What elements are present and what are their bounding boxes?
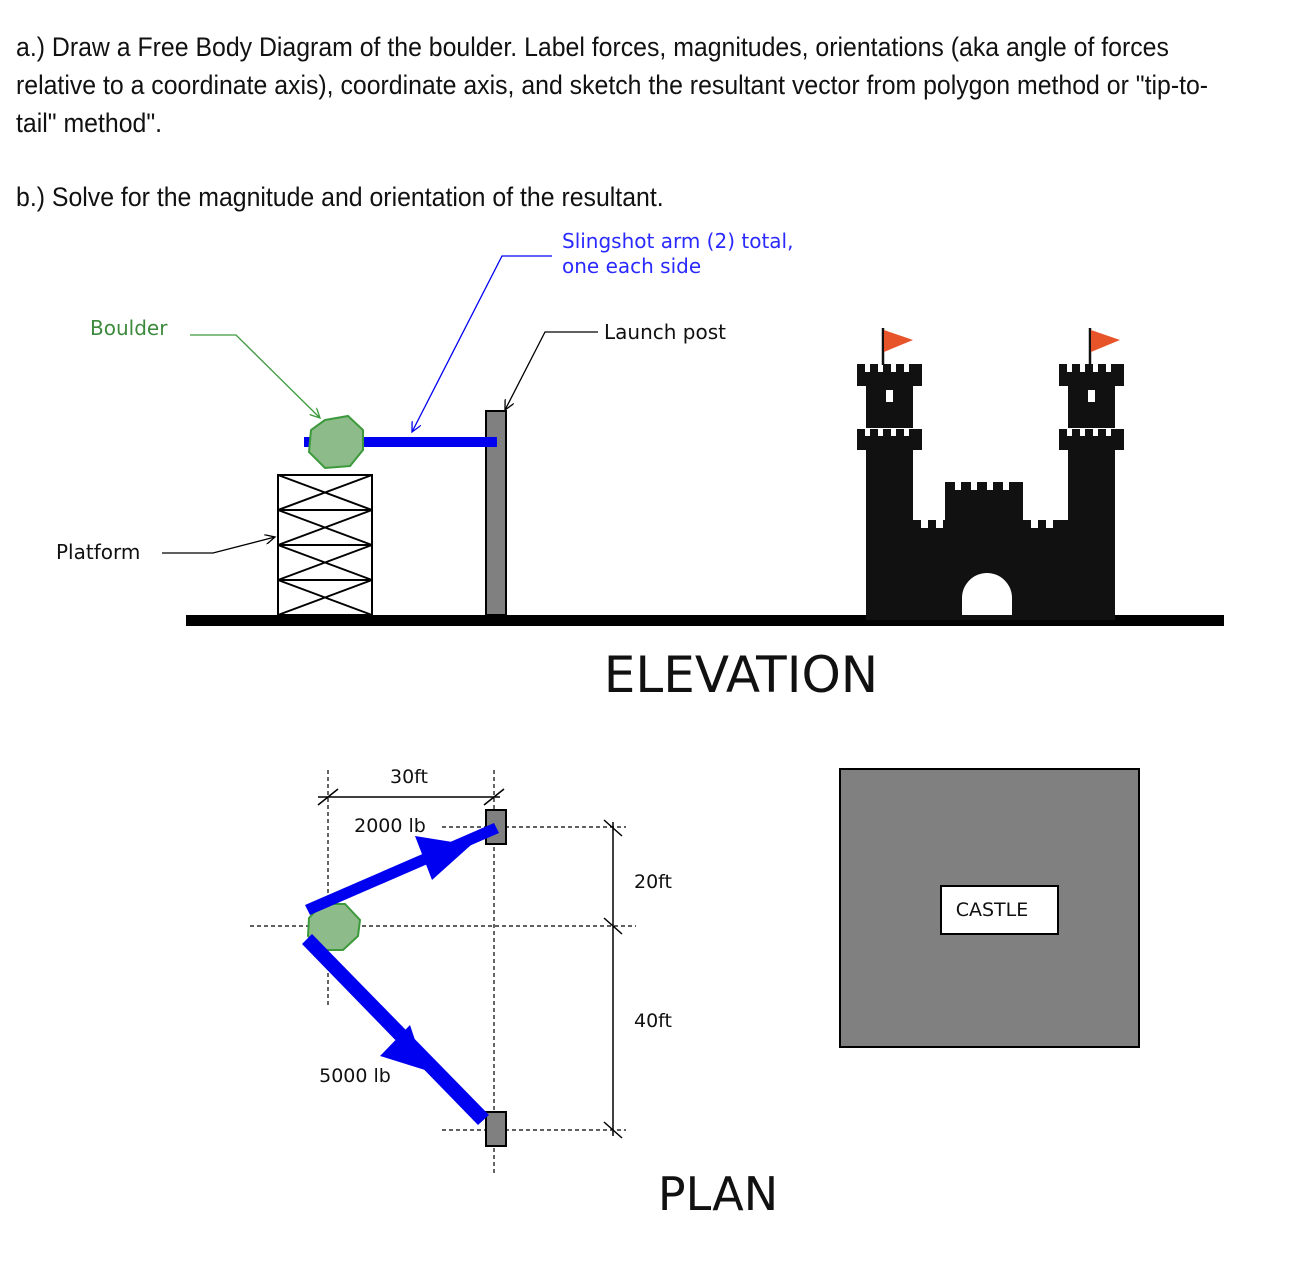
- dimension-30ft-label: 30ft: [390, 766, 428, 788]
- boulder-label: Boulder: [90, 316, 168, 340]
- question-part-b: b.) Solve for the magnitude and orientat…: [16, 182, 664, 212]
- plan-title: PLAN: [658, 1167, 778, 1221]
- elevation-view: Slingshot arm (2) total, one each side B…: [56, 229, 1224, 704]
- tower-window: [886, 390, 893, 402]
- boulder-leader: [190, 334, 320, 418]
- castle-label: CASTLE: [956, 899, 1029, 921]
- launch-post: [485, 410, 507, 616]
- force-5000-arrowhead: [380, 1025, 425, 1070]
- dimension-20ft-label: 20ft: [634, 871, 672, 893]
- force-vectors: [302, 823, 499, 1125]
- plan-boulder-icon: [306, 903, 362, 951]
- dimension-30ft: [317, 788, 505, 806]
- platform-leader: [162, 537, 275, 554]
- launch-post-label: Launch post: [604, 320, 726, 344]
- castle-label-box: [940, 885, 1059, 935]
- platform-label: Platform: [56, 540, 140, 564]
- castle-silhouette-icon: [857, 364, 1124, 620]
- slingshot-leader: [412, 255, 552, 432]
- plan-post-lower: [485, 1111, 507, 1147]
- boulder-shape-icon: [307, 414, 364, 470]
- elevation-title: ELEVATION: [604, 646, 878, 704]
- tower-window: [1088, 390, 1095, 402]
- launch-post-leader: [505, 331, 598, 410]
- force-5000-label: 5000 lb: [319, 1065, 391, 1087]
- flag-icon: [1091, 330, 1120, 352]
- ground-line: [186, 615, 1224, 626]
- platform-truss: [277, 474, 373, 616]
- force-5000-arrow: [302, 934, 489, 1125]
- force-2000-label: 2000 lb: [354, 815, 426, 837]
- slingshot-label-line2: one each side: [562, 254, 701, 278]
- dimension-40ft-label: 40ft: [634, 1010, 672, 1032]
- question-part-a: a.) Draw a Free Body Diagram of the boul…: [16, 32, 1209, 138]
- force-2000-arrowhead: [415, 836, 471, 880]
- flag-icon: [884, 330, 913, 352]
- plan-view: 30ft 20ft 40ft 2000 lb 5000 lb CASTLE PL…: [250, 766, 1140, 1221]
- slingshot-arm: [304, 437, 497, 447]
- castle-gate: [962, 573, 1012, 615]
- slingshot-label-line1: Slingshot arm (2) total,: [562, 229, 793, 253]
- plan-guide-lines: [250, 770, 636, 1175]
- dimension-vertical: [603, 819, 623, 1139]
